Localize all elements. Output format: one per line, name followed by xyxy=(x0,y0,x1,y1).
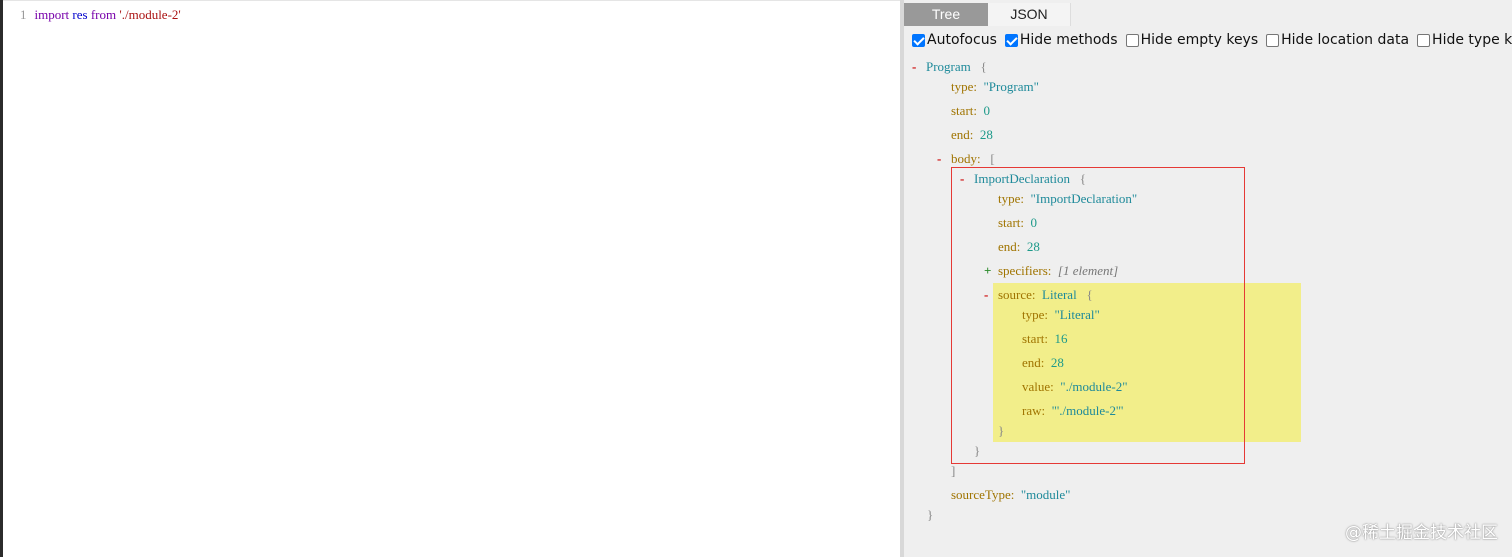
tab-tree[interactable]: Tree xyxy=(904,3,988,26)
open-bracket: [ xyxy=(990,151,995,166)
tree-prop-type[interactable]: type: "Program" xyxy=(951,79,1039,95)
collapsed-summary: [1 element] xyxy=(1057,263,1119,278)
prop-key: start: xyxy=(1022,331,1048,346)
output-tabs: Tree JSON xyxy=(904,3,1071,26)
tree-prop-type[interactable]: type: "ImportDeclaration" xyxy=(998,191,1137,207)
tree-prop-end[interactable]: end: 28 xyxy=(998,239,1040,255)
prop-value: 28 xyxy=(979,127,993,142)
prop-key: end: xyxy=(951,127,974,142)
prop-key: raw: xyxy=(1022,403,1046,418)
collapse-toggle[interactable]: - xyxy=(912,59,917,74)
program-close-brace: } xyxy=(927,507,934,522)
tree-options: Autofocus Hide methods Hide empty keys H… xyxy=(912,32,1512,48)
prop-value: "ImportDeclaration" xyxy=(1030,191,1138,206)
prop-key: source: xyxy=(998,287,1036,302)
tree-node-import-declaration[interactable]: -ImportDeclaration { xyxy=(960,171,1086,187)
prop-value: "module" xyxy=(1020,487,1071,502)
prop-value: "Literal" xyxy=(1054,307,1100,322)
tree-prop-start[interactable]: start: 0 xyxy=(951,103,990,119)
prop-key: type: xyxy=(998,191,1024,206)
prop-key: type: xyxy=(1022,307,1048,322)
tree-prop-raw[interactable]: raw: "'./module-2'" xyxy=(1022,403,1124,419)
prop-value: "./module-2" xyxy=(1060,379,1128,394)
collapse-toggle[interactable]: - xyxy=(984,287,989,302)
tree-prop-body[interactable]: -body: [ xyxy=(937,151,995,167)
prop-key: start: xyxy=(998,215,1024,230)
hide-location-data-checkbox[interactable] xyxy=(1266,33,1280,47)
ast-tree: -Program { type: "Program" start: 0 end:… xyxy=(904,0,1512,557)
option-label: Hide location data xyxy=(1281,32,1410,48)
keyword-import: import xyxy=(34,7,70,22)
option-label: Hide methods xyxy=(1019,32,1118,48)
prop-key: specifiers: xyxy=(998,263,1052,278)
prop-value: 28 xyxy=(1050,355,1064,370)
open-brace: { xyxy=(980,59,987,74)
panel-splitter[interactable] xyxy=(900,0,904,557)
code-line-1[interactable]: 1 import res from './module-2' xyxy=(20,7,181,23)
option-label: Hide type keys xyxy=(1432,32,1512,48)
prop-key: start: xyxy=(951,103,977,118)
prop-key: value: xyxy=(1022,379,1054,394)
hide-methods-checkbox[interactable] xyxy=(1004,33,1018,47)
option-hide-methods[interactable]: Hide methods xyxy=(1004,32,1118,48)
option-hide-type-keys[interactable]: Hide type keys xyxy=(1417,32,1512,48)
source-close-brace: } xyxy=(998,423,1005,438)
hide-empty-keys-checkbox[interactable] xyxy=(1125,33,1139,47)
code-editor[interactable]: 1 import res from './module-2' xyxy=(3,0,900,558)
tree-prop-start[interactable]: start: 0 xyxy=(998,215,1037,231)
watermark: @稀土掘金技术社区 xyxy=(1345,523,1498,543)
tree-prop-start[interactable]: start: 16 xyxy=(1022,331,1068,347)
collapse-toggle[interactable]: - xyxy=(937,151,942,166)
tree-prop-source[interactable]: -source: Literal { xyxy=(984,287,1093,303)
prop-value: 0 xyxy=(983,103,991,118)
source-string: './module-2' xyxy=(119,7,181,22)
option-label: Autofocus xyxy=(927,32,997,48)
open-brace: { xyxy=(1079,171,1087,186)
prop-value: "Program" xyxy=(983,79,1039,94)
hide-type-keys-checkbox[interactable] xyxy=(1417,33,1431,47)
prop-value: 0 xyxy=(1030,215,1038,230)
prop-key: end: xyxy=(998,239,1021,254)
tree-node-program[interactable]: -Program { xyxy=(912,59,987,75)
source-highlight xyxy=(993,283,1301,442)
body-close-bracket: ] xyxy=(951,463,956,478)
tree-prop-end[interactable]: end: 28 xyxy=(1022,355,1064,371)
tree-prop-type[interactable]: type: "Literal" xyxy=(1022,307,1100,323)
option-hide-location-data[interactable]: Hide location data xyxy=(1266,32,1409,48)
tab-json[interactable]: JSON xyxy=(988,3,1071,26)
prop-value: 16 xyxy=(1054,331,1068,346)
expand-toggle[interactable]: + xyxy=(984,263,992,278)
import-close-brace: } xyxy=(974,443,981,458)
keyword-from: from xyxy=(90,7,117,22)
option-label: Hide empty keys xyxy=(1140,32,1259,48)
line-number: 1 xyxy=(20,7,27,22)
prop-key: end: xyxy=(1022,355,1045,370)
option-hide-empty-keys[interactable]: Hide empty keys xyxy=(1125,32,1259,48)
tree-prop-sourceType[interactable]: sourceType: "module" xyxy=(951,487,1070,503)
autofocus-checkbox[interactable] xyxy=(912,33,925,47)
prop-value: 28 xyxy=(1026,239,1040,254)
node-type-name: ImportDeclaration xyxy=(974,171,1071,186)
tree-prop-end[interactable]: end: 28 xyxy=(951,127,993,143)
prop-value: "'./module-2'" xyxy=(1051,403,1124,418)
identifier-res: res xyxy=(72,7,88,22)
window-left-edge xyxy=(0,0,3,557)
node-type-name: Literal xyxy=(1042,287,1077,302)
node-type-name: Program xyxy=(926,59,971,74)
tree-prop-value[interactable]: value: "./module-2" xyxy=(1022,379,1128,395)
prop-key: body: xyxy=(951,151,981,166)
option-autofocus[interactable]: Autofocus xyxy=(912,32,997,48)
prop-key: type: xyxy=(951,79,977,94)
output-panel: Tree JSON Autofocus Hide methods Hide em… xyxy=(904,0,1512,557)
open-brace: { xyxy=(1086,287,1093,302)
import-declaration-annotation xyxy=(951,167,1245,464)
collapse-toggle[interactable]: - xyxy=(960,171,965,186)
prop-key: sourceType: xyxy=(951,487,1015,502)
tree-prop-specifiers[interactable]: + specifiers: [1 element] xyxy=(984,263,1118,279)
